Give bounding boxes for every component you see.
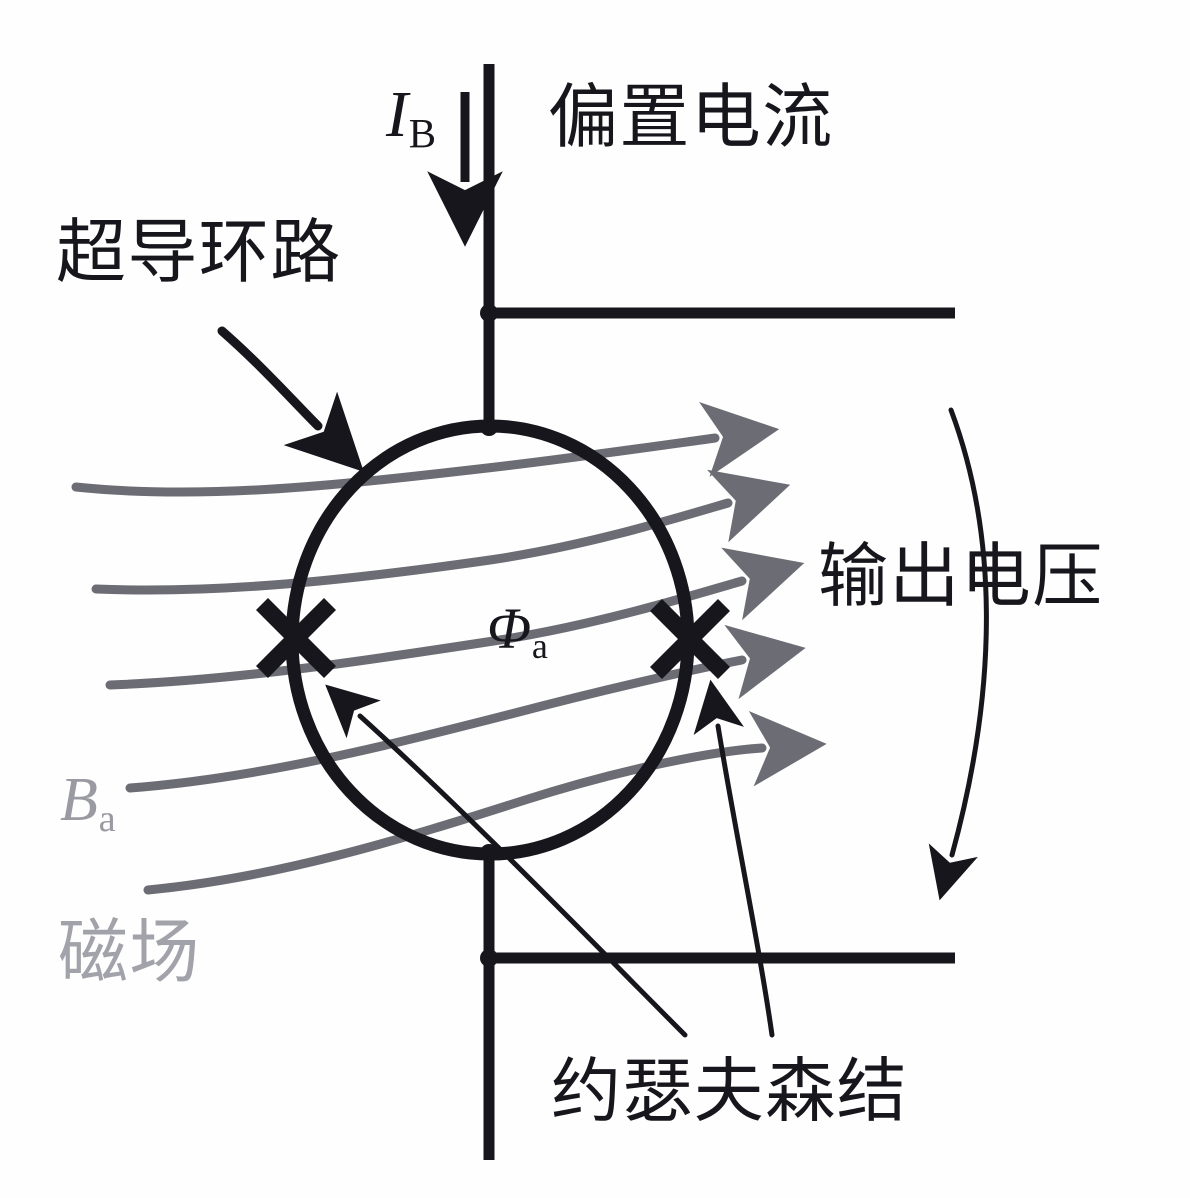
label-magnetic-field: 磁场	[58, 915, 201, 992]
ring-top-node	[480, 418, 498, 436]
ib-base: I	[386, 78, 408, 151]
josephson-callout-right	[693, 679, 775, 1038]
ba-base: B	[60, 766, 98, 834]
ba-subscript: a	[98, 797, 116, 840]
label-bias-current: 偏置电流	[548, 80, 834, 157]
josephson-junction-right	[649, 598, 731, 680]
output-voltage-arrow	[928, 407, 989, 901]
label-output-voltage: 输出电压	[818, 539, 1104, 616]
superconducting-loop-arrow	[217, 326, 364, 472]
field-line-3	[105, 547, 805, 690]
ring-bottom-node	[480, 844, 498, 862]
field-line-1	[71, 402, 780, 497]
flux-subscript: a	[531, 626, 548, 667]
label-josephson-junction: 约瑟夫森结	[551, 1054, 908, 1131]
josephson-junction-left	[255, 597, 337, 679]
label-applied-flux: Φa	[487, 600, 548, 665]
field-line-5	[143, 710, 827, 895]
label-applied-field-symbol: Ba	[60, 769, 116, 838]
top-branch-node	[480, 304, 498, 322]
bottom-branch-node	[480, 949, 498, 967]
label-bias-current-symbol: IB	[386, 82, 436, 155]
josephson-callout-left	[325, 684, 688, 1038]
ib-subscript: B	[408, 111, 437, 157]
label-superconducting-loop: 超导环路	[56, 215, 342, 292]
circuit-wiring	[480, 64, 955, 1160]
flux-base: Φ	[487, 596, 532, 661]
field-line-2	[91, 469, 791, 595]
